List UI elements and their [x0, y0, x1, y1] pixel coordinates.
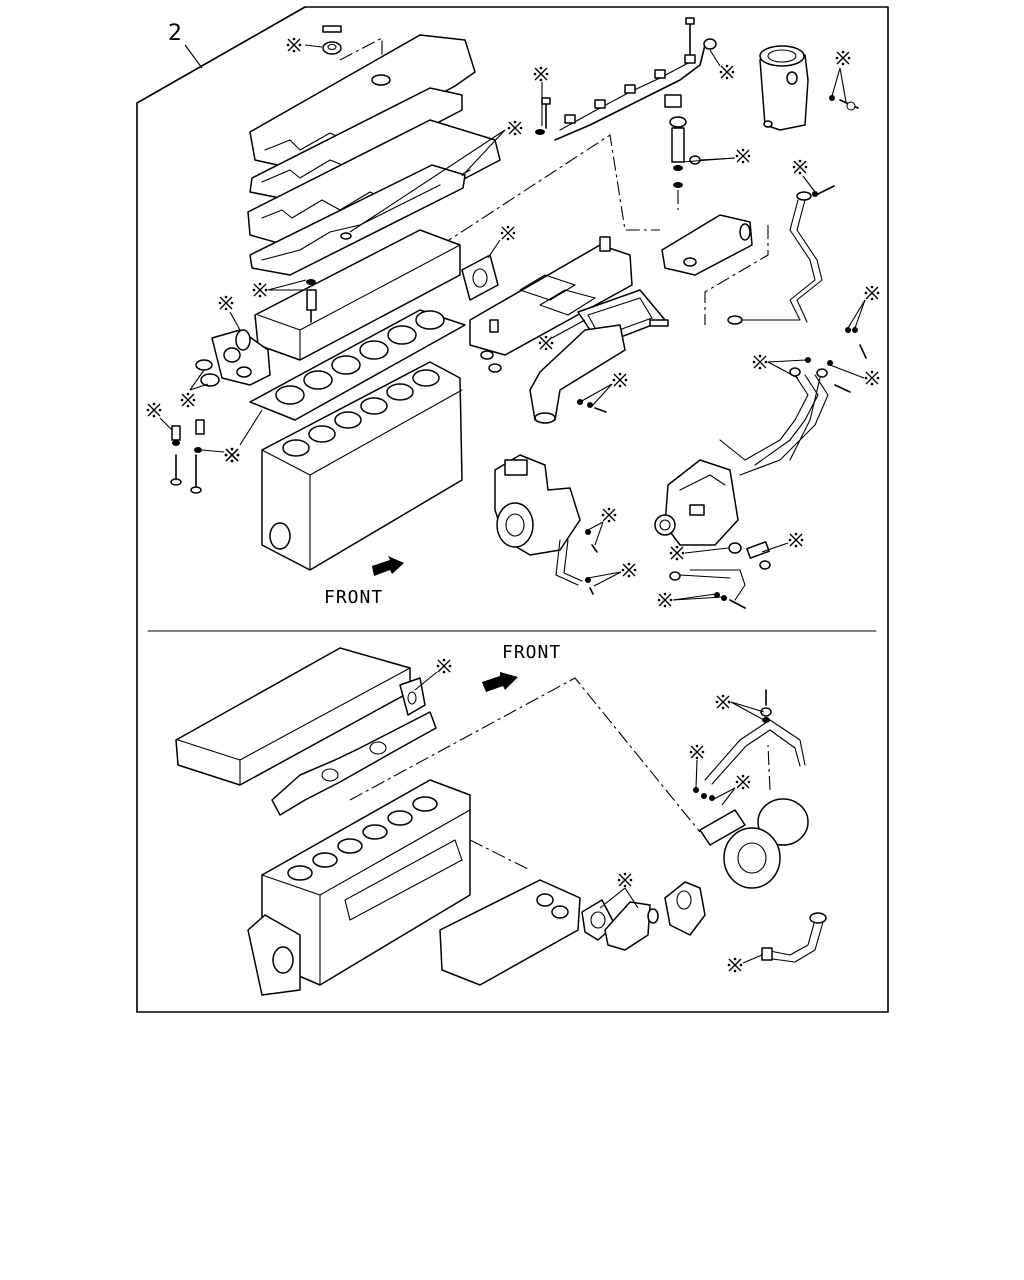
injector [306, 279, 317, 323]
item-number-leader [184, 44, 203, 69]
valve-stems [170, 419, 205, 494]
front-arrow-lower [482, 672, 518, 692]
cylinder-block-lower [247, 779, 471, 996]
front-label-upper: FRONT [324, 587, 383, 608]
cover-gasket-lower [249, 164, 466, 276]
oil-filler-cap [322, 25, 342, 55]
oil-cooler [439, 879, 581, 986]
injection-pipes [719, 367, 829, 476]
filter-bolts [829, 95, 859, 111]
figure-frame [136, 6, 889, 1013]
injector-harness [554, 17, 706, 141]
turbocharger [699, 798, 809, 889]
cylinder-block [261, 361, 463, 571]
oil-drain-pipe [761, 912, 827, 963]
fuel-pipe-bolts [812, 185, 867, 359]
common-rail [661, 214, 753, 276]
air-compressor [494, 454, 581, 556]
thermostat-lower [604, 901, 659, 951]
head-gasket [249, 309, 466, 421]
harness-bolt [535, 97, 551, 135]
injection-pump [654, 459, 739, 546]
item-number: 2 [168, 21, 182, 46]
intake-pipe [529, 324, 626, 424]
fuel-filter [759, 45, 809, 131]
fuel-pipe [727, 191, 823, 325]
thermostat-housing [211, 329, 271, 386]
intake-bolts [480, 350, 502, 373]
turbo-oil-pipe [704, 707, 806, 785]
front-label-lower: FRONT [502, 642, 561, 663]
injector-pipe [669, 116, 701, 188]
oil-pipe-bolts [693, 689, 770, 801]
exhaust-manifold [271, 711, 437, 816]
exhaust-gasket-small [399, 677, 426, 716]
compressor-pipe [555, 529, 598, 595]
intake-manifold [469, 236, 633, 356]
water-outlet-elbow [664, 881, 706, 936]
cylinder-head-lower [175, 647, 411, 786]
pump-connectors [669, 541, 771, 609]
front-arrow-upper [372, 556, 404, 576]
o-ring [235, 329, 251, 351]
intake-gasket [461, 254, 499, 301]
pipe-end-bolts [805, 357, 851, 393]
